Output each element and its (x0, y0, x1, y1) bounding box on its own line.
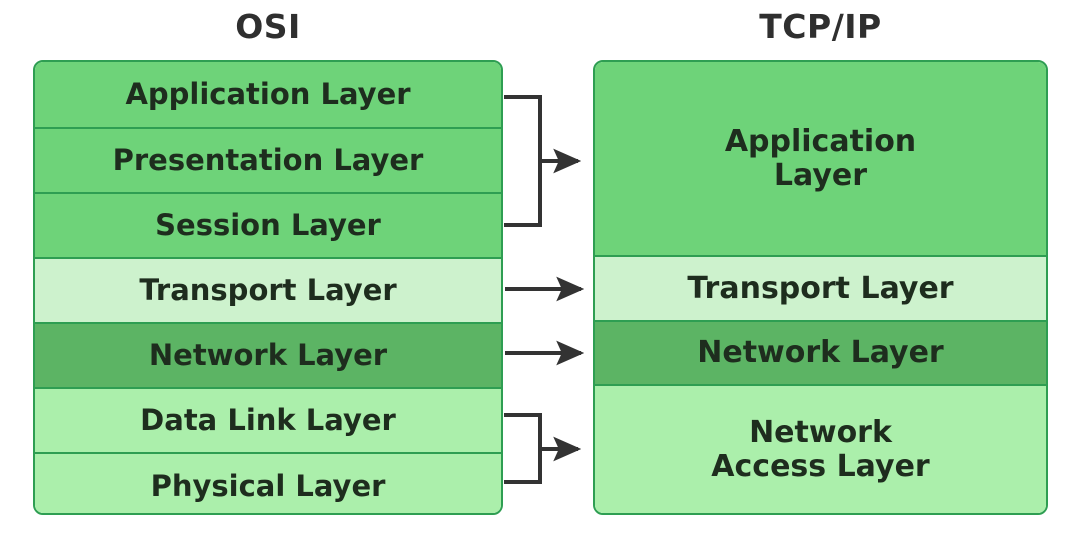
osi-layer-presentation[interactable]: Presentation Layer (35, 129, 501, 194)
osi-layer-session[interactable]: Session Layer (35, 194, 501, 259)
osi-layer-application[interactable]: Application Layer (35, 62, 501, 129)
tcpip-layer-network[interactable]: Network Layer (595, 322, 1046, 386)
osi-layer-physical[interactable]: Physical Layer (35, 454, 501, 513)
application-bracket-connector (504, 95, 582, 227)
osi-layer-transport[interactable]: Transport Layer (35, 259, 501, 324)
tcpip-column-title: TCP/IP (759, 7, 882, 46)
osi-layer-network[interactable]: Network Layer (35, 324, 501, 389)
osi-column-title: OSI (235, 7, 301, 46)
osi-layer-data-link[interactable]: Data Link Layer (35, 389, 501, 454)
tcpip-layer-transport[interactable]: Transport Layer (595, 257, 1046, 322)
network-access-bracket-connector (504, 413, 582, 484)
osi-layer-stack: Application Layer Presentation Layer Ses… (33, 60, 503, 515)
